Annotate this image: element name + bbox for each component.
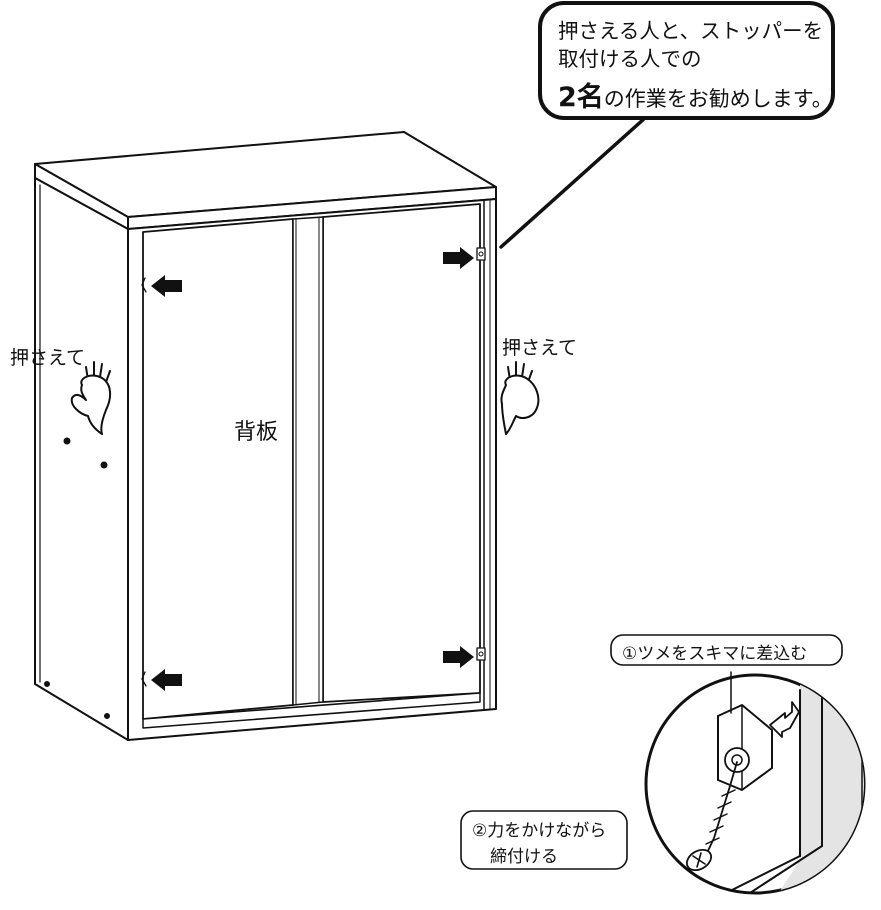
step2-label-line1: ②力をかけながら xyxy=(472,821,607,841)
hand-icon xyxy=(70,361,112,435)
side-hole xyxy=(63,437,71,445)
push-arrow-icon xyxy=(769,701,800,738)
arrow-right-icon xyxy=(443,247,474,269)
hand-icon xyxy=(500,361,540,435)
arrow-left-icon xyxy=(151,669,182,691)
stopper xyxy=(141,277,147,293)
bottom-rail xyxy=(142,692,481,729)
step1-label-box xyxy=(610,634,843,666)
arrow-right-icon xyxy=(443,646,474,668)
callout-emphasis: 2名 xyxy=(558,82,604,113)
hold-label-left: 押さえて xyxy=(10,347,86,369)
side-hole xyxy=(100,461,108,469)
stopper xyxy=(476,647,486,661)
callout-text-line3: 2名の作業をお勧めします。 xyxy=(558,75,833,114)
stopper xyxy=(141,671,147,687)
back-panel-left xyxy=(142,218,294,720)
side-hole xyxy=(104,713,110,719)
back-panel-right xyxy=(322,203,481,703)
back-panel-label: 背板 xyxy=(234,420,279,445)
step2-label-line2: 締付ける xyxy=(490,847,558,867)
callout-text-line2: 取付ける人での xyxy=(558,47,702,71)
callout-bubble xyxy=(538,1,835,120)
stopper xyxy=(476,247,486,261)
center-rail xyxy=(292,216,324,706)
arrow-left-icon xyxy=(151,275,182,297)
step1-label: ①ツメをスキマに差込む xyxy=(622,644,808,664)
callout-leader xyxy=(499,116,647,249)
callout-text-line1: 押さえる人と、ストッパーを xyxy=(558,19,824,43)
side-hole xyxy=(44,681,50,687)
step2-label-box xyxy=(460,810,628,870)
cabinet-side-panel xyxy=(34,177,129,741)
hold-label-right: 押さえて xyxy=(502,337,578,359)
screw-icon xyxy=(685,761,738,872)
callout-rest: の作業をお勧めします。 xyxy=(603,87,833,111)
